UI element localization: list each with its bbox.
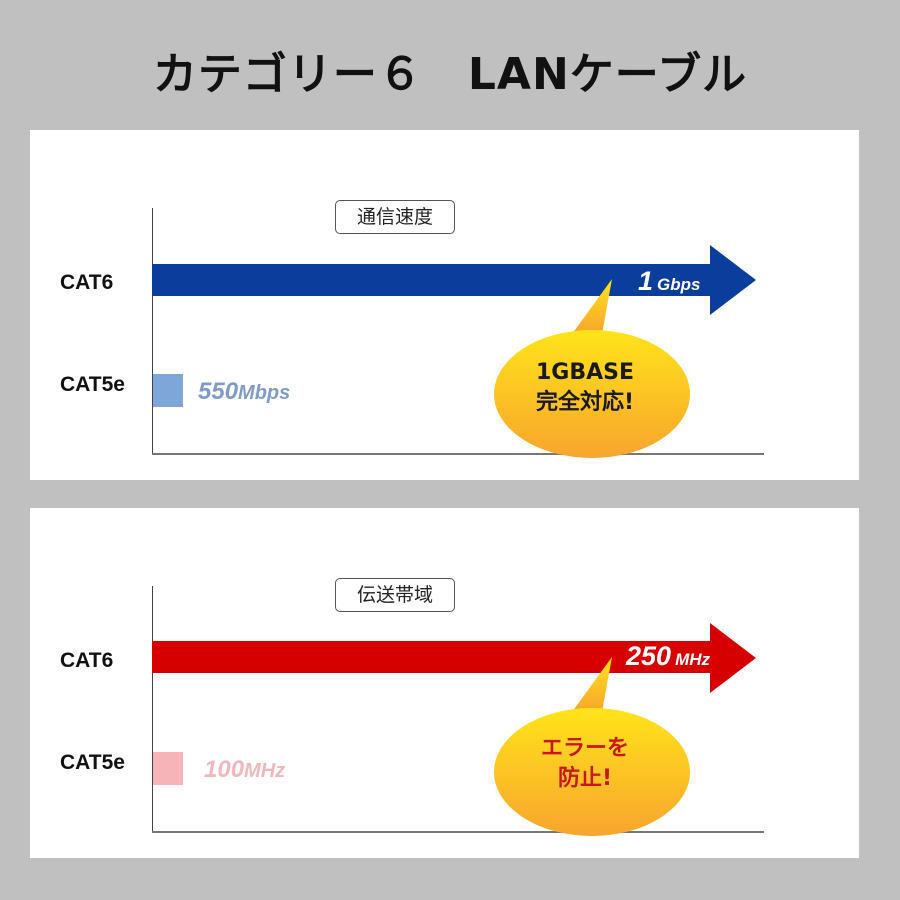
cat6-bandwidth-arrow-icon (152, 623, 756, 693)
speech-bubble-icon (494, 657, 690, 836)
row-label-cat5e: CAT5e (60, 373, 125, 396)
cat6-speed-arrow-icon (152, 245, 756, 315)
cat5e-bandwidth-value: 100MHz (204, 756, 286, 783)
row-label-cat6: CAT6 (60, 649, 114, 672)
x-axis-line (152, 453, 764, 455)
cat5e-speed-value: 550Mbps (198, 378, 291, 405)
chart-label-speed: 通信速度 (335, 200, 455, 234)
page-title: カテゴリー６ LANケーブル (152, 49, 748, 100)
speech-bubble-icon (494, 279, 690, 458)
x-axis-line (152, 831, 764, 833)
chart-label-bandwidth: 伝送帯域 (335, 578, 455, 612)
row-label-cat5e: CAT5e (60, 751, 125, 774)
cat5e-bandwidth-bar (153, 752, 183, 785)
bubble-text-error-prevention: エラーを 防止! (540, 736, 629, 791)
y-axis-line (152, 586, 153, 832)
row-label-cat6: CAT6 (60, 271, 114, 294)
bubble-text-1gbase: 1GBASE 完全対応! (535, 360, 635, 415)
y-axis-line (152, 208, 153, 454)
cat5e-speed-bar (153, 374, 183, 407)
